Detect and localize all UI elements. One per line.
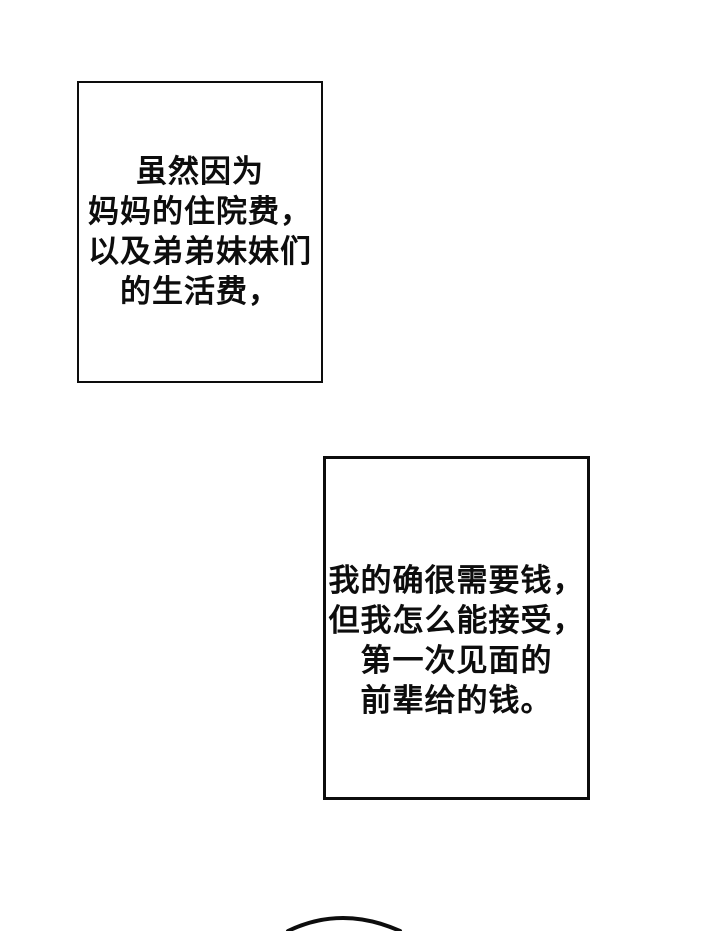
- narration-line: 以及弟弟妹妹们: [88, 234, 312, 269]
- narration-text-2: 我的确很需要钱， 但我怎么能接受， 第一次见面的 前辈给的钱。: [326, 561, 587, 721]
- narration-line: 的生活费，: [120, 274, 280, 309]
- narration-box-1: 虽然因为 妈妈的住院费， 以及弟弟妹妹们 的生活费，: [77, 81, 323, 383]
- narration-text-1: 虽然因为 妈妈的住院费， 以及弟弟妹妹们 的生活费，: [79, 152, 321, 312]
- narration-box-2: 我的确很需要钱， 但我怎么能接受， 第一次见面的 前辈给的钱。: [323, 456, 590, 800]
- narration-line: 但我怎么能接受，: [328, 603, 585, 638]
- bubble-arc-icon: [286, 916, 402, 931]
- narration-line: 虽然因为: [136, 154, 264, 189]
- narration-line: 我的确很需要钱，: [328, 563, 585, 598]
- narration-line: 妈妈的住院费，: [88, 194, 312, 229]
- narration-line: 第一次见面的: [360, 643, 553, 678]
- narration-line: 前辈给的钱。: [360, 683, 553, 718]
